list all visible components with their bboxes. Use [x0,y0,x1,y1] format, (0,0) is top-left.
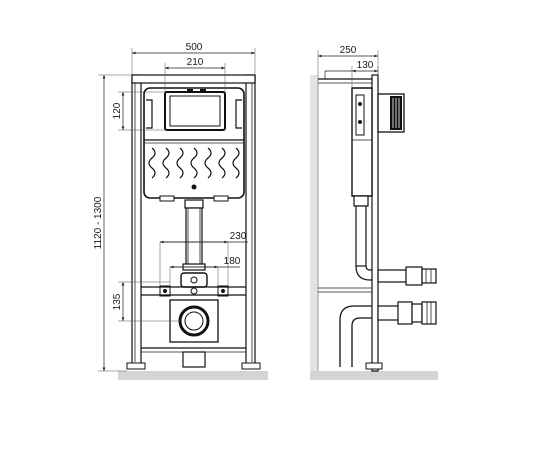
side-wall [310,75,318,371]
flush-plate-opening [164,91,226,131]
dim-tank-width: 210 [164,57,226,92]
label-frame-depth: 130 [357,60,374,71]
label-tank-height: 120 [112,102,123,119]
cistern-ribs [148,147,240,179]
label-bolt-spacing: 180 [224,256,241,267]
label-total-height: 1120 - 1300 [93,196,104,249]
side-upper-connector [377,269,409,283]
front-view: 500 210 120 1120 - 1300 2 [93,42,268,380]
side-view: 250 130 [310,45,438,380]
label-overall-width: 500 [186,42,203,53]
frame-left-foot [126,362,146,370]
drain-pipe [182,351,206,368]
label-overall-depth: 250 [340,45,357,56]
dim-tank-height: 120 [112,91,165,131]
dim-frame-depth: 130 [324,60,379,88]
mounting-bolt-right [221,289,225,293]
side-drain-bend [339,305,372,367]
frame-top-bar [131,74,256,84]
dim-outlet-height: 135 [112,281,180,322]
side-lower-connector [377,305,401,321]
label-tank-width: 210 [187,57,204,68]
side-cistern [351,87,373,197]
dim-bolt-spacing: 180 [169,256,241,286]
mounting-bolt-left [163,289,167,293]
label-outlet-spacing: 230 [230,231,247,242]
label-outlet-height: 135 [112,293,123,310]
frame-right-post [245,74,256,368]
dim-outlet-spacing: 230 [159,231,248,286]
side-floor [310,371,438,380]
frame-left-post [131,74,142,368]
side-flush-pipe [355,205,367,267]
dim-total-height: 1120 - 1300 [93,74,132,372]
dim-overall-width: 500 [131,42,256,75]
front-floor [118,371,268,380]
side-frame-post [371,74,379,372]
frame-right-foot [241,362,261,370]
